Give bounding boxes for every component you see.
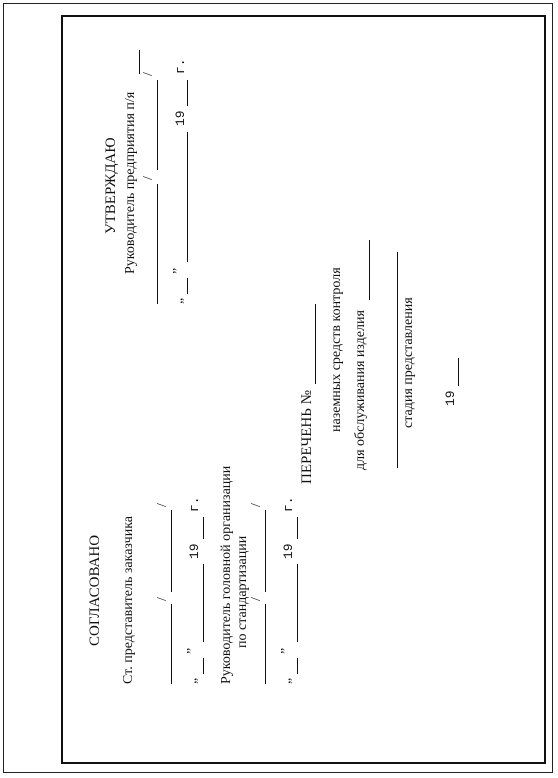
month-line <box>187 132 188 262</box>
enterprise-number-line <box>139 50 140 74</box>
year-line <box>203 517 204 539</box>
subtitle-line2: для обслуживания изделия <box>353 310 368 470</box>
head-org-title: Руководитель головной организации <box>219 465 234 684</box>
slash: / <box>141 176 156 180</box>
day-line <box>187 278 188 294</box>
signature-line <box>171 604 172 684</box>
year-prefix: 19 <box>281 543 296 559</box>
year-line <box>297 517 298 539</box>
enterprise-head-title: Руководитель предприятия п/я <box>123 91 138 274</box>
quote-close: ” <box>279 647 294 654</box>
quote-open: „ <box>171 297 186 304</box>
month-line <box>203 564 204 642</box>
quote-close: ” <box>171 267 186 274</box>
slash: / <box>249 503 264 507</box>
year-prefix: 19 <box>187 543 202 559</box>
slash: / <box>155 503 170 507</box>
name-line <box>265 510 266 592</box>
stage-label: стадия представления <box>401 297 416 428</box>
list-number-line <box>315 304 316 384</box>
day-line <box>297 658 298 674</box>
quote-open: „ <box>185 677 200 684</box>
product-line <box>369 240 370 300</box>
signature-line <box>265 604 266 684</box>
name-line <box>157 80 158 170</box>
slash: / <box>155 597 170 601</box>
stage-line <box>397 252 398 468</box>
year-suffix: г. <box>187 496 202 512</box>
year-prefix: 19 <box>173 110 188 126</box>
outer-frame <box>3 3 553 773</box>
year-suffix: г. <box>281 496 296 512</box>
name-line <box>171 510 172 592</box>
day-line <box>203 658 204 674</box>
center-year-prefix: 19 <box>443 390 458 406</box>
center-year-line <box>458 358 459 386</box>
inner-frame <box>61 15 546 764</box>
month-line <box>297 564 298 642</box>
year-line <box>187 80 188 106</box>
slash: / <box>249 597 264 601</box>
quote-close: ” <box>185 647 200 654</box>
quote-open: „ <box>279 677 294 684</box>
list-label: ПЕРЕЧЕНЬ № <box>299 390 315 484</box>
year-suffix: г. <box>173 58 188 74</box>
approve-heading: УТВЕРЖДАЮ <box>103 137 119 234</box>
customer-rep-title: Ст. представитель заказчика <box>121 515 136 684</box>
head-org-title-2: по стандартизации <box>235 535 250 648</box>
document-sheet: СОГЛАСОВАНО Ст. представитель заказчика … <box>61 15 546 764</box>
signature-line <box>157 184 158 304</box>
subtitle-line1: наземных средств контроля <box>329 267 344 432</box>
slash: / <box>141 72 156 76</box>
approval-heading: СОГЛАСОВАНО <box>87 534 103 646</box>
